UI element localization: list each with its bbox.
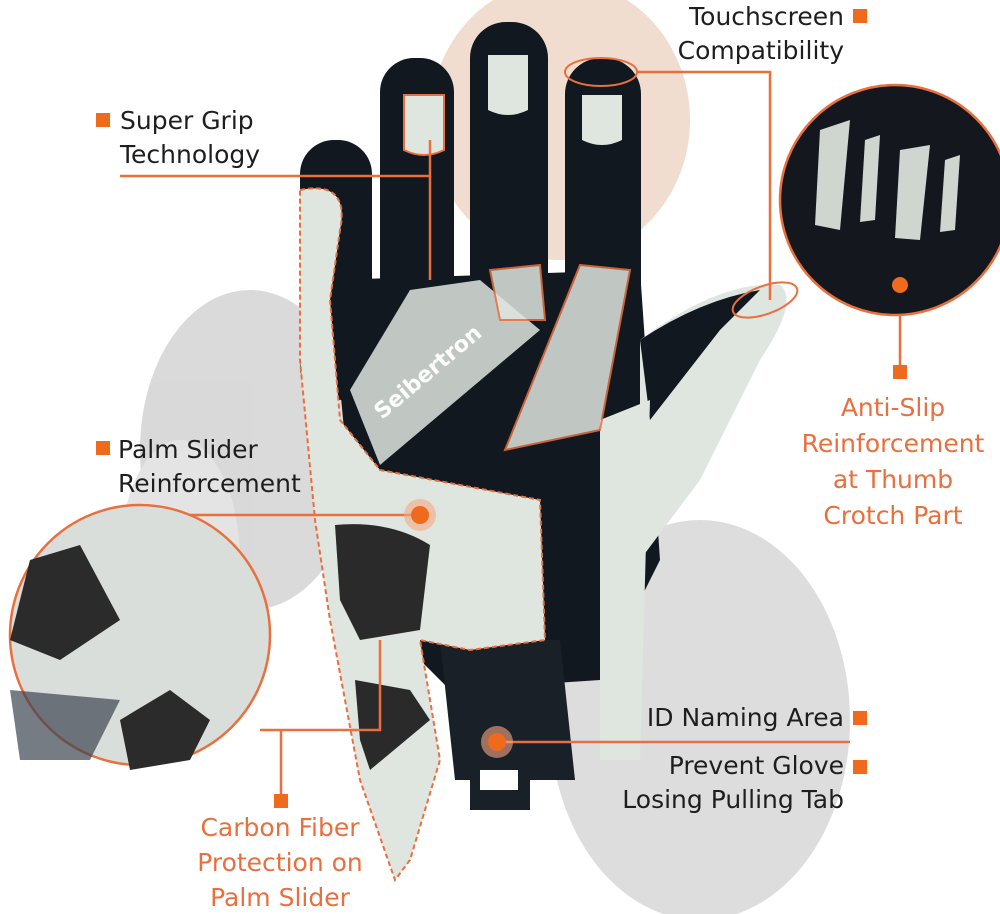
super-grip-label: Super Grip Technology: [120, 104, 260, 172]
label-line: Reinforcement: [801, 429, 985, 458]
pulling-tab-label: Prevent Glove Losing Pulling Tab: [622, 749, 844, 817]
label-line: Prevent Glove: [668, 751, 844, 780]
label-line: Anti-Slip: [840, 393, 946, 422]
palm-slider-marker-icon: [96, 441, 110, 455]
glove: Seibertron: [299, 22, 787, 883]
label-line: Crotch Part: [823, 501, 963, 530]
label-line: Palm Slider: [210, 883, 350, 912]
label-line: Super Grip: [120, 106, 254, 135]
touchscreen-marker-icon: [853, 9, 867, 23]
super-grip-marker-icon: [96, 113, 110, 127]
anti-slip-marker-icon: [893, 365, 907, 379]
touchscreen-label: Touchscreen Compatibility: [678, 0, 844, 68]
label-line: Palm Slider: [118, 435, 258, 464]
label-line: Losing Pulling Tab: [622, 785, 844, 814]
thumb-crotch-inset: [778, 83, 1000, 317]
id-naming-marker-icon: [853, 711, 867, 725]
label-line: Compatibility: [677, 36, 844, 65]
label-line: Technology: [120, 140, 261, 169]
carbon-fiber-inset: [8, 503, 272, 770]
carbon-fiber-label: Carbon Fiber Protection on Palm Slider: [170, 810, 390, 914]
carbon-fiber-marker-icon: [274, 794, 288, 808]
label-line: ID Naming Area: [646, 703, 844, 732]
label-line: Touchscreen: [689, 2, 844, 31]
label-line: Protection on: [197, 848, 363, 877]
palm-slider-label: Palm Slider Reinforcement: [118, 433, 301, 501]
id-naming-label: ID Naming Area: [647, 701, 844, 735]
callout-lines: [120, 70, 902, 800]
pulling-tab-marker-icon: [853, 760, 867, 774]
label-line: Carbon Fiber: [200, 813, 360, 842]
label-line: Reinforcement: [118, 469, 301, 498]
label-line: at Thumb: [832, 465, 954, 494]
anti-slip-label: Anti-Slip Reinforcement at Thumb Crotch …: [790, 390, 996, 534]
